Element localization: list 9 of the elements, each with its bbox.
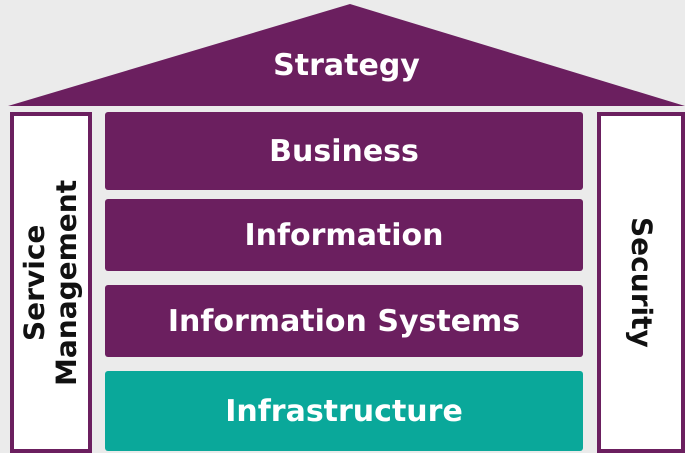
pillar-box xyxy=(597,112,685,453)
layer-box: Information xyxy=(105,199,583,271)
layer-box: Business xyxy=(105,112,583,190)
roof-label: Strategy xyxy=(273,48,420,83)
pillar-box xyxy=(10,112,92,453)
layer-box: Information Systems xyxy=(105,285,583,357)
layer-box: Infrastructure xyxy=(105,371,583,451)
pillar-label: Service Management xyxy=(18,178,84,388)
pillar-label: Security xyxy=(624,217,658,348)
